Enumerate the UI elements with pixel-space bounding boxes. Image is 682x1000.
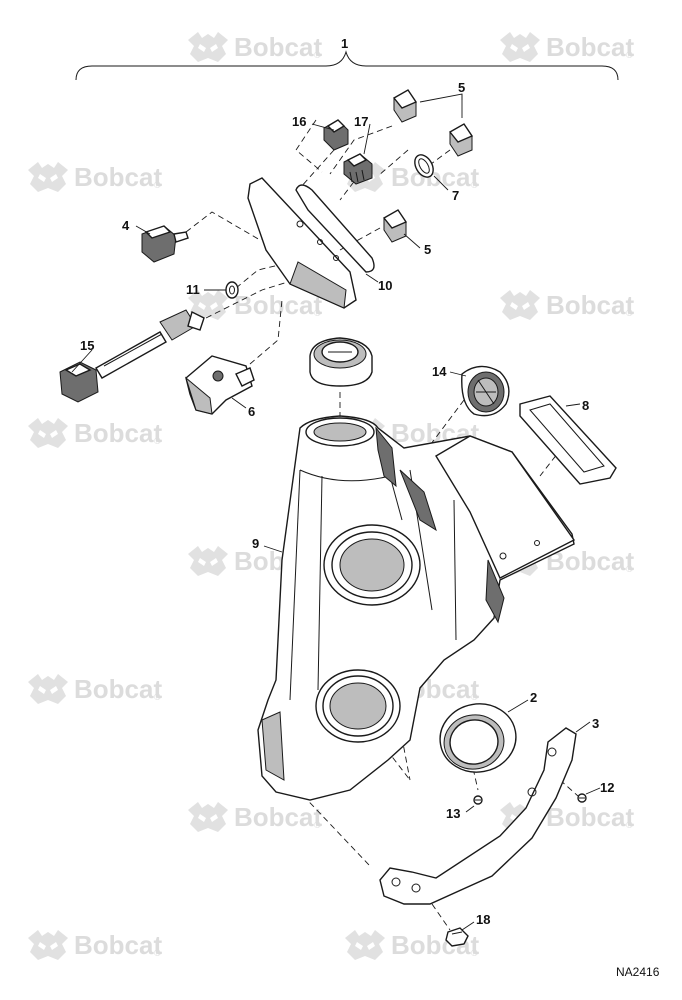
bobcat-logo-icon xyxy=(500,32,540,62)
bobcat-logo-icon xyxy=(188,546,228,576)
part-17-switch xyxy=(343,153,373,185)
part-3-mount-bracket xyxy=(379,727,577,905)
watermark-text: Bobcat xyxy=(234,290,322,320)
callout-14: 14 xyxy=(432,364,447,379)
part-5-switch-blank-mid xyxy=(448,123,474,157)
callout-12: 12 xyxy=(600,780,614,795)
callout-5a: 5 xyxy=(458,80,465,95)
watermark: Bobcat ® xyxy=(500,32,634,62)
watermark: Bobcat ® xyxy=(500,802,634,832)
callout-7: 7 xyxy=(452,188,459,203)
callout-6: 6 xyxy=(248,404,255,419)
watermark: Bobcat ® xyxy=(28,930,162,960)
watermark: Bobcat ® xyxy=(188,802,322,832)
bobcat-logo-icon xyxy=(188,32,228,62)
part-7-o-ring xyxy=(414,154,434,178)
watermark-reg: ® xyxy=(154,692,161,702)
watermark-text: Bobcat xyxy=(74,418,162,448)
part-12-screw xyxy=(577,793,587,803)
callout-17: 17 xyxy=(354,114,368,129)
watermark-text: Bobcat xyxy=(546,32,634,62)
watermark-text: Bobcat xyxy=(234,802,322,832)
callout-13: 13 xyxy=(446,806,460,821)
figure-id: NA2416 xyxy=(616,965,660,979)
watermark-text: Bobcat xyxy=(74,930,162,960)
bobcat-logo-icon xyxy=(500,290,540,320)
callout-18: 18 xyxy=(476,912,490,927)
part-13-screw xyxy=(473,795,483,805)
bobcat-logo-icon xyxy=(28,930,68,960)
watermark: Bobcat ® xyxy=(28,162,162,192)
callout-leaders xyxy=(71,93,601,931)
part-5-switch-blank-top xyxy=(392,89,418,123)
watermark-layer: Bobcat ® Bobcat ® Bobcat ® Bobcat ® Bobc… xyxy=(28,32,634,960)
watermark-text: Bobcat xyxy=(546,290,634,320)
watermark-reg: ® xyxy=(471,692,478,702)
watermark-text: Bobcat xyxy=(74,674,162,704)
watermark: Bobcat ® xyxy=(28,418,162,448)
part-9-console-housing xyxy=(257,415,576,801)
watermark-reg: ® xyxy=(154,180,161,190)
callout-1: 1 xyxy=(341,36,348,51)
part-16-switch xyxy=(323,119,349,151)
bobcat-logo-icon xyxy=(28,162,68,192)
watermark-reg: ® xyxy=(314,308,321,318)
part-4-switch xyxy=(141,225,189,263)
bobcat-logo-icon xyxy=(345,930,385,960)
watermark-text: Bobcat xyxy=(74,162,162,192)
part-11-washer xyxy=(225,281,239,299)
watermark-reg: ® xyxy=(626,820,633,830)
callout-16: 16 xyxy=(292,114,306,129)
callout-4: 4 xyxy=(122,218,130,233)
callout-10: 10 xyxy=(378,278,392,293)
bobcat-logo-icon xyxy=(28,674,68,704)
watermark: Bobcat ® xyxy=(500,290,634,320)
callout-3: 3 xyxy=(592,716,599,731)
watermark: Bobcat ® xyxy=(188,32,322,62)
callout-5b: 5 xyxy=(424,242,431,257)
bobcat-logo-icon xyxy=(188,802,228,832)
part-10-mount-plate xyxy=(247,177,375,309)
part-14-round-gauge xyxy=(461,365,510,417)
watermark-text: Bobcat xyxy=(546,802,634,832)
callout-11: 11 xyxy=(186,282,200,297)
part-15-wire-harness xyxy=(59,309,205,403)
watermark-reg: ® xyxy=(626,308,633,318)
watermark-reg: ® xyxy=(154,948,161,958)
watermark-text: Bobcat xyxy=(234,32,322,62)
part-8-gasket xyxy=(519,395,617,485)
part-6-bracket xyxy=(185,355,255,415)
watermark-reg: ® xyxy=(314,820,321,830)
part-5-switch-blank-low xyxy=(382,209,408,243)
watermark-reg: ® xyxy=(626,564,633,574)
callout-9: 9 xyxy=(252,536,259,551)
watermark-reg: ® xyxy=(471,948,478,958)
watermark: Bobcat ® xyxy=(188,290,322,320)
part-2-bezel xyxy=(439,703,517,773)
watermark-reg: ® xyxy=(471,180,478,190)
callout-2: 2 xyxy=(530,690,537,705)
callouts: 1 2 3 4 5 5 6 7 8 9 10 11 12 13 14 15 16… xyxy=(80,36,614,927)
watermark-reg: ® xyxy=(314,50,321,60)
bobcat-logo-icon xyxy=(28,418,68,448)
watermark-reg: ® xyxy=(154,436,161,446)
assembly-brace xyxy=(75,50,619,81)
top-rim-cap xyxy=(309,337,373,387)
watermark: Bobcat ® xyxy=(28,674,162,704)
callout-15: 15 xyxy=(80,338,94,353)
callout-8: 8 xyxy=(582,398,589,413)
part-18-bolt xyxy=(445,927,469,947)
watermark-reg: ® xyxy=(626,50,633,60)
